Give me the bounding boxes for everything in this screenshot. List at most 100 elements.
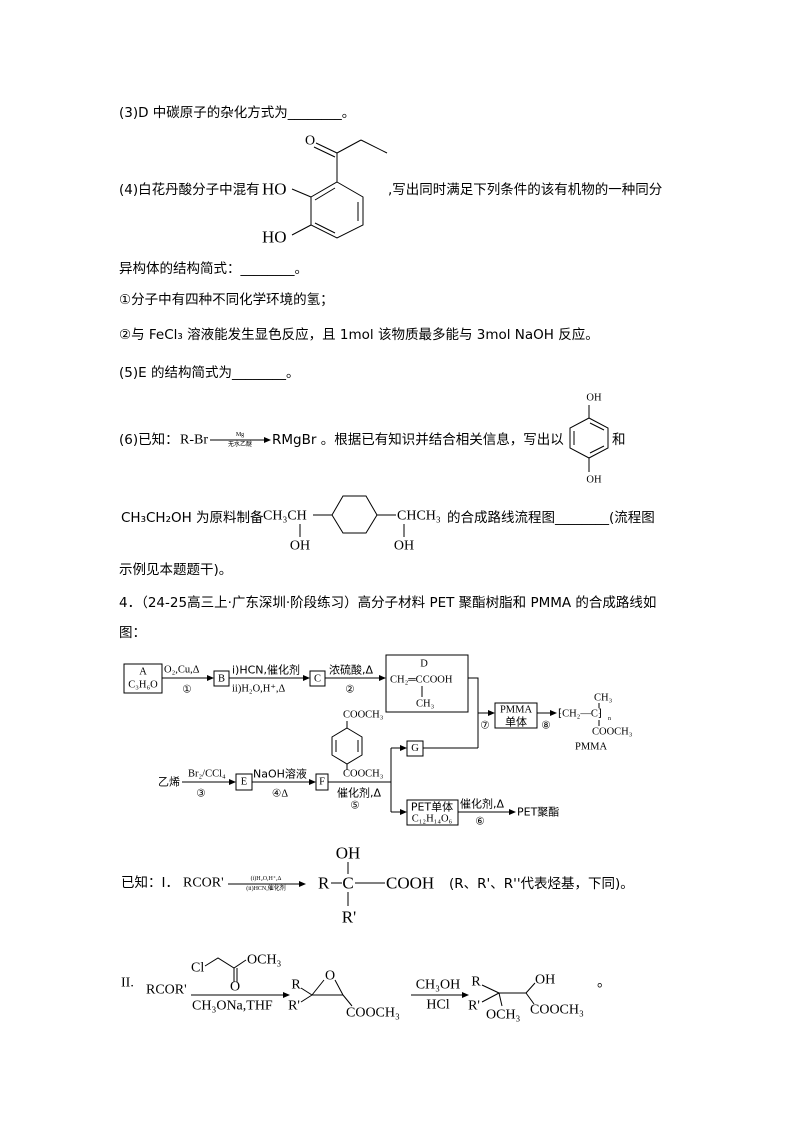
step2-reagent: 浓硫酸,Δ [329,663,373,677]
ester-label: COOCH₃ [343,769,384,780]
epoxide-oxygen: O [325,969,335,984]
arrow-bottom-label: (ii)HCN,催化剂 [246,884,286,892]
pmma-monomer-label: PMMA [500,705,533,716]
hydroxyl-label: HO [262,180,287,199]
hydroxyl-label: OH [290,539,310,554]
question-6-text4: 示例见本题题干)。 [119,562,233,578]
question-4-prefix: (4)白花丹酸分子中混有 [119,182,260,198]
ester-label: COOCH₃ [530,1003,584,1018]
hydroxyl-label: OH [336,844,361,863]
ester-label: COOCH₃ [343,710,384,721]
carbonyl-oxygen: O [230,980,240,995]
condition-1: ①分子中有四种不同化学环境的氢； [119,292,334,308]
hydroquinone-structure: OH OH [569,393,609,486]
pmma-polymer-n: n [608,716,611,722]
r-group: R [291,978,301,993]
pet-product-label: PET聚酯 [517,806,559,819]
arrow-bottom-label: 无水乙醚 [228,440,252,448]
compound-c-label: C [314,674,321,685]
r-prime-group: R' [342,908,356,927]
step3-number: ③ [196,788,206,800]
step6-reagent: 催化剂,Δ [460,797,504,811]
arrow-bottom-label: CH₃ONa,THF [192,999,273,1014]
pmma-ester: COOCH₃ [592,727,633,738]
compound-e-label: E [241,777,247,788]
r-prime-group: R' [468,999,480,1014]
reactant-label: RCOR' [146,983,187,998]
step1-reagent: O₂,Cu,Δ [164,665,200,676]
ethylene-label: 乙烯 [158,776,180,789]
pmma-methyl: CH₃ [594,693,613,704]
compound-d-box [385,654,469,713]
arrow-bottom-label: HCl [426,998,449,1013]
step-bc-reagent-top: i)HCN,催化剂 [232,663,300,677]
pmma-polymer-chain: ⁅CH₂—C⁆ [558,708,602,720]
step7-number: ⑦ [480,720,490,732]
step6-number: ⑥ [475,816,485,828]
hydroxyl-label: HO [262,228,287,247]
compound-a-formula: C₃H₆O [128,680,158,691]
oxygen-label: O [305,134,315,149]
compound-g-label: G [411,743,419,754]
dimethyl-terephthalate-structure: COOCH₃ COOCH₃ [331,710,384,780]
step8-number: ⑧ [541,720,551,732]
known-reaction-i: RCOR' (i)H₂O,H⁺,Δ (ii)HCN,催化剂 R C COOH O… [183,844,434,927]
arrow-top-label: (i)H₂O,H⁺,Δ [251,875,282,882]
arrow-top-label: CH₃OH [416,978,461,993]
step4-number: ④Δ [272,788,288,800]
step-bc-reagent-bottom: ii)H₂O,H⁺,Δ [232,684,286,695]
chlorine-label: Cl [191,961,204,976]
question-4-continuation: 异构体的结构简式：________。 [119,261,308,277]
hydroxyl-label: OH [586,393,602,404]
pet-monomer-label: PET单体 [411,800,453,814]
methoxy-label: OCH₃ [486,1008,521,1023]
r-prime-group: R' [288,999,300,1014]
condition-2: ②与 FeCl₃ 溶液能发生显色反应，且 1mol 该物质最多能与 3mol N… [119,327,599,343]
ester-label: COOCH₃ [346,1006,400,1021]
question-6-and: 和 [612,432,626,448]
step5-number: ⑤ [350,800,360,812]
reactant-label: R-Br [180,433,208,448]
r-group: R [318,874,330,893]
question-3: (3)D 中碳原子的杂化方式为________。 [119,105,356,121]
compound-b-label: B [218,674,225,685]
reactant-label: RCOR' [183,876,224,891]
r-group: R [471,975,481,990]
ketone-diol-structure: O HO HO [262,134,388,247]
question-6-prefix: (6)已知： [119,432,179,448]
compound-d-formula: CH₂═CCOOH [390,675,453,686]
question-6-text2: CH₃CH₂OH 为原料制备 [121,510,264,526]
pmma-name: PMMA [575,742,608,753]
compound-f-label: F [319,777,325,788]
question-4-heading: 4．（24-25高三上·广东深圳·阶段练习）高分子材料 PET 聚酯树脂和 PM… [119,595,657,611]
known-i-prefix: 已知：I． [121,875,179,891]
synthesis-flowchart: A C₃H₆O O₂,Cu,Δ ① B i)HCN,催化剂 ii)H₂O,H⁺,… [123,654,633,828]
question-4-suffix: ,写出同时满足下列条件的该有机物的一种同分 [388,182,663,198]
methoxy-label: OCH₃ [247,953,282,968]
question-5: (5)E 的结构简式为________。 [119,365,300,381]
question-4-heading-cont: 图： [119,625,146,641]
carbon-label: C [342,874,353,893]
end-period: 。 [597,976,611,991]
question-6-text1: RMgBr 。根据已有知识并结合相关信息，写出以 [272,432,564,448]
pmma-monomer-box [494,702,538,729]
compound-d-methyl: CH₃ [416,699,435,710]
pet-monomer-formula: C₁₂H₁₄O₆ [412,814,453,825]
target-right-group: CHCH₃ [397,509,441,524]
carboxyl-label: COOH [386,874,434,893]
step2-number: ② [345,684,355,696]
arrow-top-label: Mg [236,432,244,438]
pmma-monomer-label-2: 单体 [505,715,527,729]
step1-number: ① [182,684,192,696]
known-reaction-ii: II. RCOR' Cl O OCH₃ CH₃ONa,THF R R' O CO… [121,953,611,1023]
known-ii-prefix: II. [121,976,134,991]
target-left-group: CH₃CH [263,509,307,524]
target-diol-structure: CH₃CH CHCH₃ OH OH [263,495,441,554]
question-6-text3: 的合成路线流程图________(流程图 [447,510,655,526]
known-i-note: (R、R'、R''代表烃基，下同)。 [449,876,634,892]
hydroxyl-label: OH [535,973,555,988]
step5-reagent: 催化剂,Δ [337,786,381,800]
hydroxyl-label: OH [586,475,602,486]
hydroxyl-label: OH [394,539,414,554]
